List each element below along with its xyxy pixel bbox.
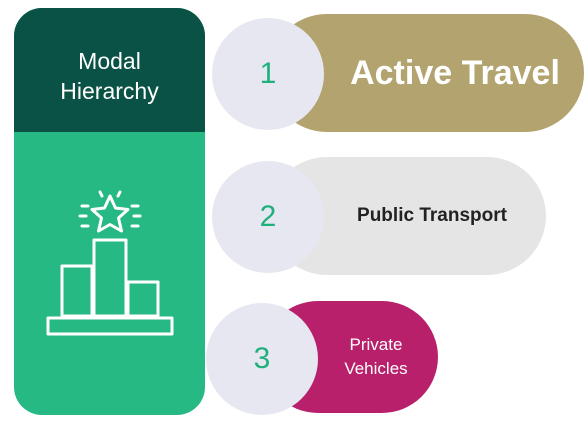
modal-hierarchy-panel: Modal Hierarchy [14,8,205,415]
level-2-label: Public Transport [357,205,507,226]
level-2-number-badge: 2 [212,161,324,273]
level-1-label: Active Travel [350,53,560,92]
level-3-number-badge: 3 [206,303,318,415]
level-1-number: 1 [259,57,277,90]
podium-star-icon [46,190,174,336]
level-3-label: Private Vehicles [344,335,408,378]
level-3-number: 3 [253,342,271,375]
level-1-number-badge: 1 [212,18,324,130]
panel-title: Modal Hierarchy [60,48,159,104]
level-2-number: 2 [259,200,277,233]
panel-title-block: Modal Hierarchy [14,8,205,132]
